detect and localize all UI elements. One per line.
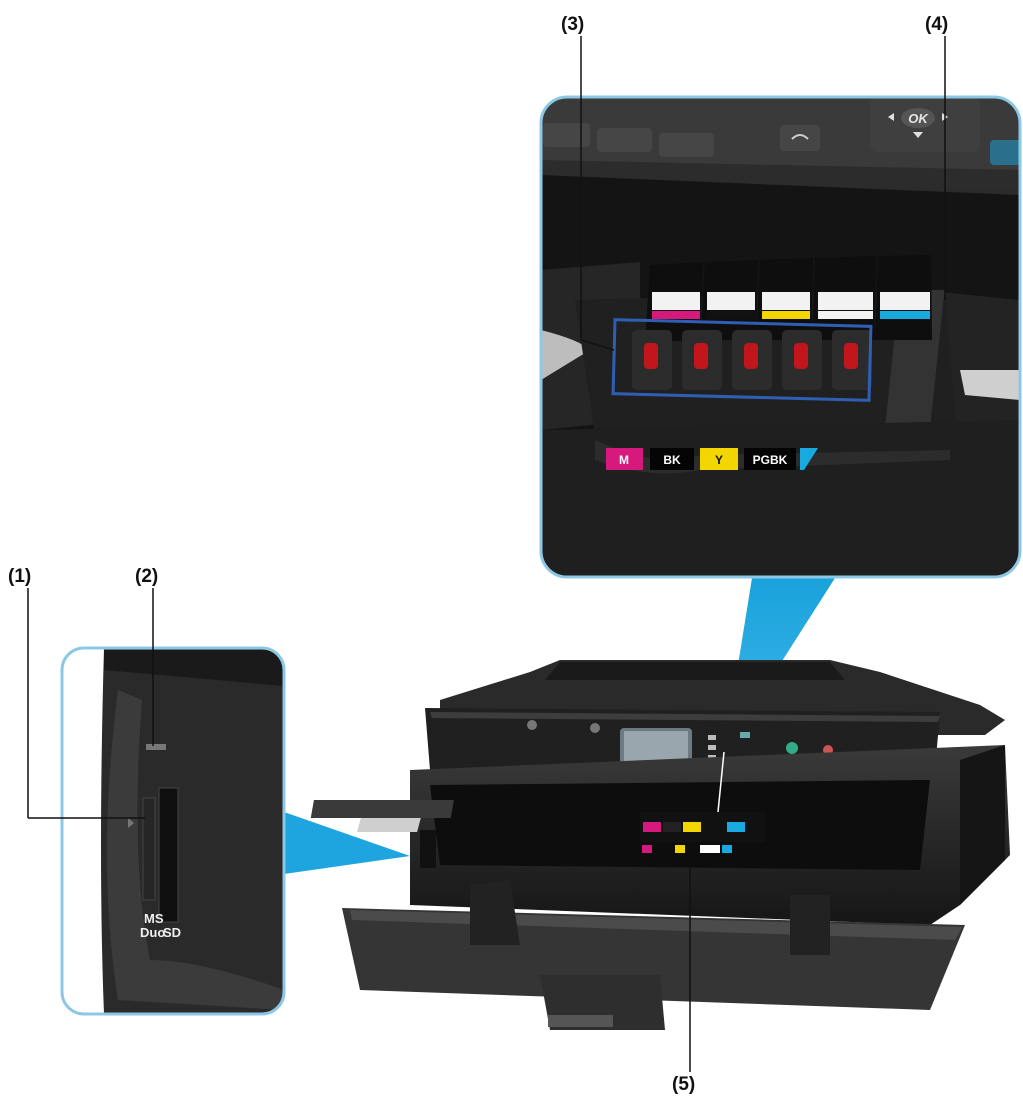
card-slot-inset: MS Duo SD [62,648,284,1014]
ink-tanks [645,255,932,342]
panel-ok-button-label: OK [908,111,929,126]
callout-2: (2) [135,566,158,588]
ms-duo-label-line2: Duo [140,925,165,940]
callout-4: (4) [925,14,948,36]
ink-label-m: M [619,453,629,467]
ink-label-bk: BK [663,453,681,467]
callout-1: (1) [8,566,31,588]
ink-label-pgbk: PGBK [753,453,788,467]
ink-label-y: Y [715,453,723,467]
callout-3: (3) [561,14,584,36]
callout-5: (5) [672,1074,695,1096]
ink-cartridge-inset: OK [541,97,1023,577]
ink-tank-lock-levers [632,330,872,390]
sd-label: SD [163,925,181,940]
printer-illustration [311,660,1010,1072]
ms-duo-label-line1: MS [144,911,164,926]
